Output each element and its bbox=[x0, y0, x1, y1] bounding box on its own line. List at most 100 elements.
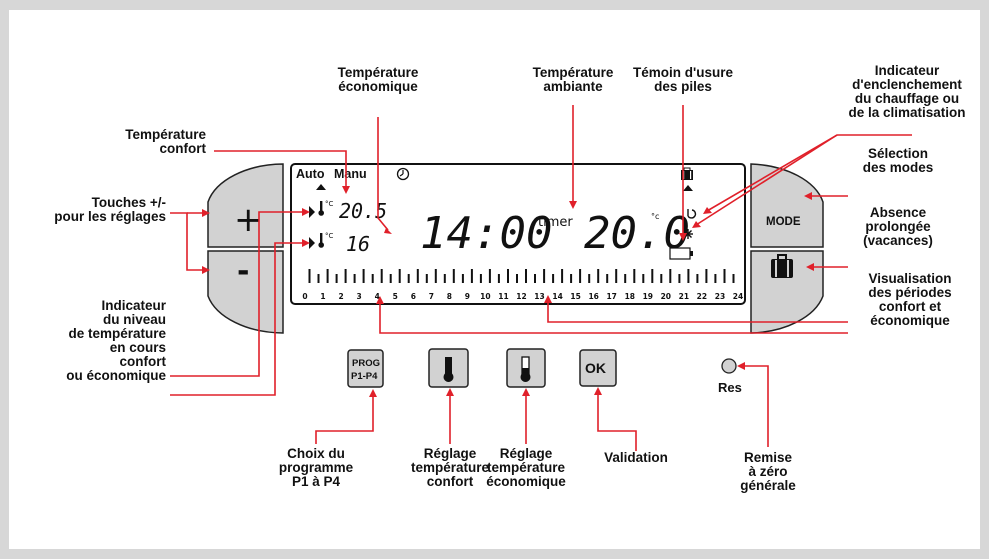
minus-button[interactable] bbox=[207, 250, 284, 334]
period-tick bbox=[380, 269, 383, 283]
hour-label: 9 bbox=[465, 292, 470, 301]
period-tick bbox=[507, 269, 509, 283]
plus-label: + bbox=[234, 200, 263, 240]
hour-label: 3 bbox=[356, 292, 361, 301]
ambient-display: 20.0 bbox=[584, 208, 690, 259]
period-tick bbox=[425, 274, 428, 283]
hour-label: 23 bbox=[715, 292, 725, 301]
period-tick bbox=[696, 274, 699, 283]
mode-button[interactable] bbox=[750, 163, 824, 248]
thermometer-half-icon bbox=[520, 356, 531, 382]
period-tick bbox=[407, 274, 410, 283]
ok-button[interactable] bbox=[579, 349, 617, 387]
period-tick bbox=[353, 274, 356, 283]
ambient-unit: °c bbox=[651, 212, 659, 221]
hour-label: 21 bbox=[679, 292, 689, 301]
label-validation: Validation bbox=[604, 450, 668, 465]
hour-label: 4 bbox=[375, 292, 380, 301]
period-tick bbox=[326, 269, 329, 283]
callout-lines bbox=[170, 105, 912, 451]
period-tick bbox=[660, 274, 663, 283]
manu-label: Manu bbox=[334, 167, 367, 181]
degree-unit-confort: °C bbox=[325, 200, 334, 208]
thermometer-icon bbox=[318, 201, 325, 216]
label-touches: Touches +/-pour les réglages bbox=[54, 195, 166, 224]
period-tick bbox=[633, 269, 636, 283]
hour-label: 7 bbox=[429, 292, 434, 301]
arrow-up-icon bbox=[316, 184, 326, 190]
hour-label: 20 bbox=[661, 292, 671, 301]
hour-label: 2 bbox=[338, 292, 343, 301]
period-tick bbox=[516, 274, 518, 283]
degree-unit-eco: °C bbox=[325, 232, 334, 240]
suitcase-icon bbox=[771, 254, 793, 278]
thermometer-icon-eco bbox=[318, 233, 325, 248]
hour-label: 8 bbox=[447, 292, 452, 301]
hour-label: 17 bbox=[606, 292, 616, 301]
period-tick bbox=[398, 269, 401, 283]
period-tick bbox=[669, 269, 672, 283]
period-tick bbox=[389, 274, 392, 283]
hour-label: 13 bbox=[534, 292, 544, 301]
period-tick bbox=[534, 274, 536, 283]
period-tick bbox=[651, 269, 654, 283]
period-tick bbox=[723, 269, 726, 283]
hour-label: 0 bbox=[302, 292, 307, 301]
period-tick bbox=[579, 269, 582, 283]
period-tick bbox=[416, 269, 419, 283]
period-tick bbox=[543, 269, 546, 283]
period-tick bbox=[606, 274, 609, 283]
period-tick bbox=[642, 274, 645, 283]
hour-label: 18 bbox=[625, 292, 635, 301]
hour-label: 19 bbox=[643, 292, 653, 301]
ok-label: OK bbox=[585, 360, 606, 376]
period-tick bbox=[624, 274, 627, 283]
mode-label: MODE bbox=[766, 216, 801, 228]
hour-label: 15 bbox=[570, 292, 580, 301]
prog-button[interactable] bbox=[347, 349, 384, 388]
period-tick bbox=[317, 274, 320, 283]
heating-icon bbox=[687, 209, 697, 219]
plus-button[interactable] bbox=[207, 163, 284, 248]
period-tick bbox=[687, 269, 690, 283]
lcd-screen bbox=[290, 163, 746, 305]
period-tick bbox=[335, 274, 338, 283]
period-timeline bbox=[308, 269, 735, 283]
period-tick bbox=[488, 269, 491, 283]
thermometer-full-icon bbox=[443, 357, 454, 382]
period-tick bbox=[479, 274, 482, 283]
clock-icon bbox=[396, 167, 410, 181]
period-tick bbox=[452, 269, 455, 283]
period-tick bbox=[678, 274, 681, 283]
period-tick bbox=[732, 274, 735, 283]
period-tick bbox=[308, 269, 311, 283]
temp-eco-display: 16 bbox=[346, 232, 370, 256]
period-tick bbox=[561, 269, 564, 283]
period-tick bbox=[434, 269, 437, 283]
prog-label-2: P1-P4 bbox=[351, 371, 378, 382]
reset-button[interactable] bbox=[721, 358, 737, 374]
hour-label: 10 bbox=[480, 292, 490, 301]
arrow-up-icon-right bbox=[683, 185, 693, 191]
hour-label: 16 bbox=[588, 292, 598, 301]
hour-label: 24 bbox=[733, 292, 743, 301]
period-tick bbox=[497, 274, 500, 283]
minus-label: - bbox=[237, 254, 249, 289]
period-tick bbox=[570, 274, 573, 283]
auto-label: Auto bbox=[296, 167, 325, 181]
hour-label: 22 bbox=[697, 292, 707, 301]
level-pointer-confort bbox=[309, 206, 315, 218]
period-tick bbox=[470, 269, 473, 283]
period-tick bbox=[344, 269, 347, 283]
